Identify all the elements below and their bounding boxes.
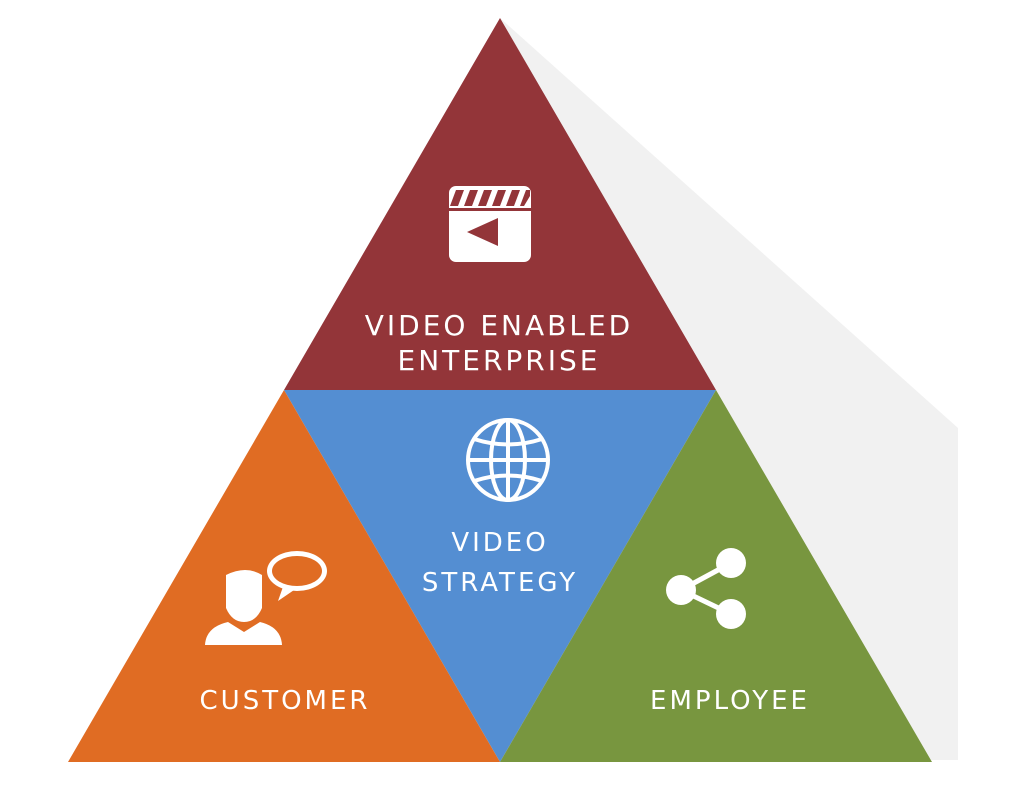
segment-top-label-line-2: ENTERPRISE — [397, 344, 601, 377]
segment-right-label: EMPLOYEE — [650, 686, 810, 716]
video-clapperboard-icon — [449, 186, 531, 262]
share-icon — [666, 548, 746, 629]
segment-center-label-line-2: STRATEGY — [421, 568, 579, 598]
segment-top-label-line-1: VIDEO ENABLED — [364, 309, 634, 342]
person-chat-icon — [205, 551, 327, 645]
globe-icon — [466, 418, 550, 502]
segment-center-label-line-1: VIDEO — [451, 528, 549, 558]
segment-center-triangle — [284, 390, 716, 762]
segment-left-label: CUSTOMER — [199, 686, 371, 716]
pyramid-shadow — [500, 18, 958, 760]
segment-right-triangle — [500, 390, 932, 762]
